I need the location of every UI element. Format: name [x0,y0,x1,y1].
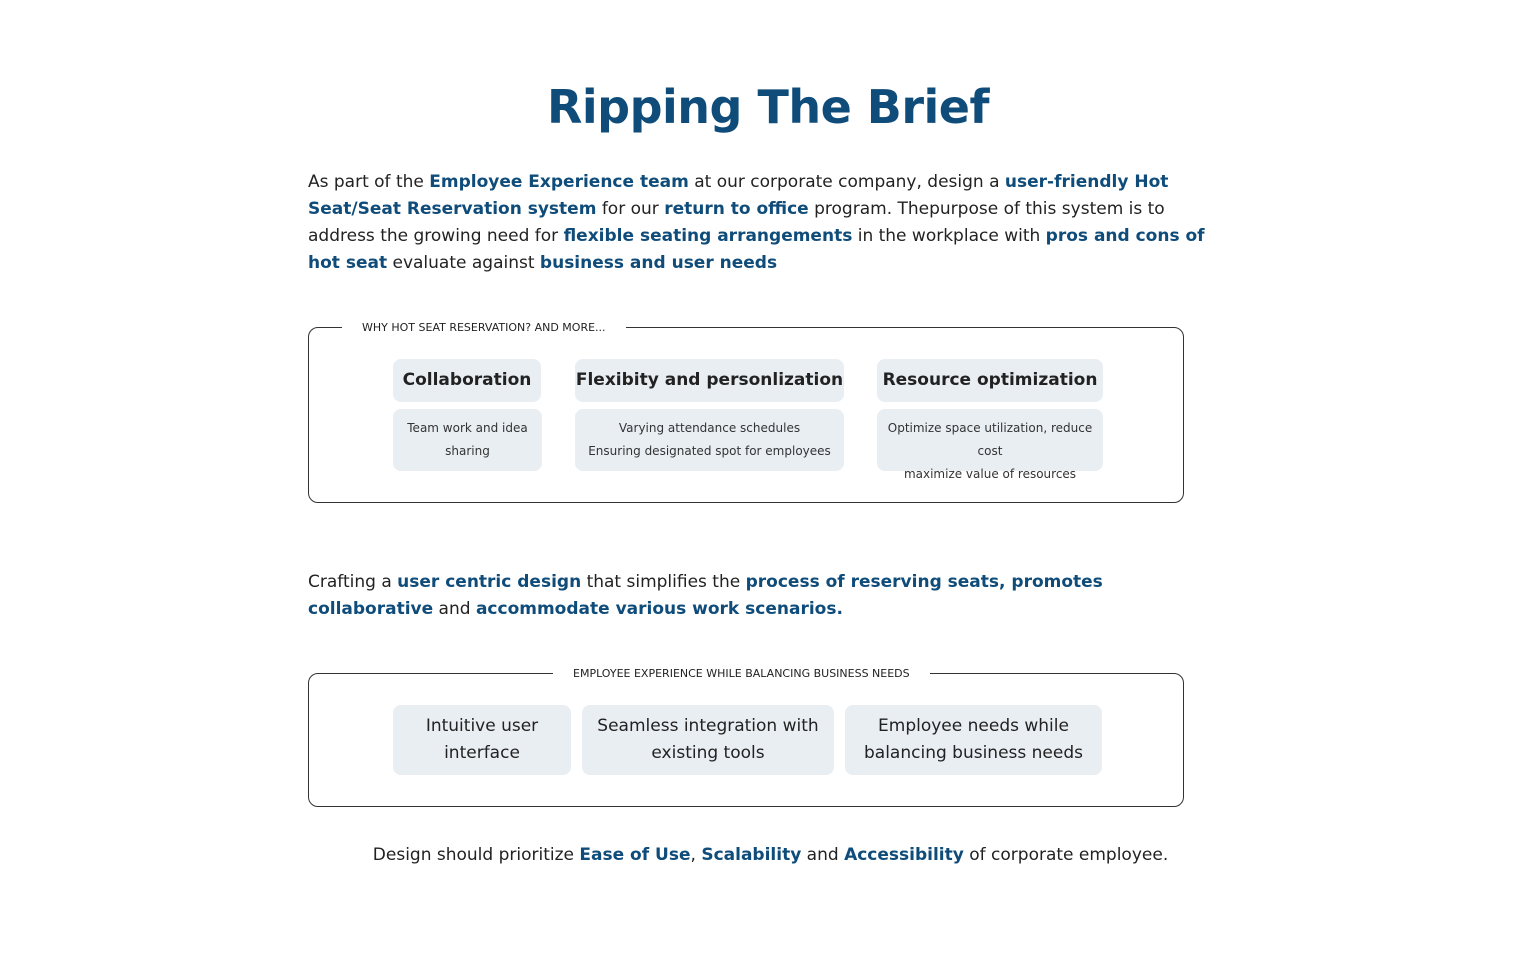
employee-experience-panel: EMPLOYEE EXPERIENCE WHILE BALANCING BUSI… [308,666,1184,807]
closing-text: , [690,845,702,865]
card-line: Optimize space utilization, reduce cost [887,421,1093,458]
closing-text: and [801,845,845,865]
crafting-text: that simplifies the [581,572,746,592]
why-hot-seat-panel: WHY HOT SEAT RESERVATION? AND MORE... Co… [308,320,1184,503]
card-line: balancing business needs [864,743,1083,763]
employee-experience-legend: EMPLOYEE EXPERIENCE WHILE BALANCING BUSI… [553,666,930,682]
intro-text: for our [596,199,665,219]
closing-highlight: Scalability [701,845,802,865]
resource-optimization-card-description: Optimize space utilization, reduce cost … [877,409,1103,481]
crafting-highlight: process of reserving seats, promotes col… [308,572,1103,619]
closing-highlight: Ease of Use [579,845,691,865]
intro-highlight: Employee Experience team [429,172,689,192]
resource-optimization-card-title: Resource optimization [877,359,1103,402]
intuitive-ui-card: Intuitive user interface [393,705,571,775]
crafting-highlight: accommodate various work scenarios. [475,599,843,619]
intro-highlight: pros and cons of hot seat [308,226,1205,273]
card-line: maximize value of resources [903,467,1077,481]
closing-text: Design should prioritize [372,845,580,865]
card-line: sharing [445,444,490,458]
card-line: Varying attendance schedules [618,421,801,435]
intro-text: in the workplace with [852,226,1046,246]
closing-highlight: Accessibility [844,845,964,865]
crafting-text: and [433,599,476,619]
flexibility-card-title: Flexibity and personlization [575,359,844,402]
brief-intro-paragraph: As part of the Employee Experience team … [308,169,1213,277]
card-line: Employee needs while [878,716,1069,736]
crafting-highlight: user centric design [397,572,582,592]
intro-text: As part of the [308,172,430,192]
card-line: existing tools [651,743,765,763]
closing-statement: Design should prioritize Ease of Use, Sc… [0,842,1536,869]
collaboration-card-description: Team work and idea sharing [393,409,542,471]
closing-text: of corporate employee. [963,845,1169,865]
intro-highlight: business and user needs [539,253,778,273]
collaboration-card-title: Collaboration [393,359,541,402]
crafting-paragraph: Crafting a user centric design that simp… [308,569,1213,623]
page-title: Ripping The Brief [546,80,990,134]
intro-highlight: flexible seating arrangements [563,226,853,246]
intro-highlight: return to office [664,199,809,219]
intro-text: evaluate against [387,253,540,273]
crafting-text: Crafting a [308,572,398,592]
employee-needs-card: Employee needs while balancing business … [845,705,1102,775]
intro-text: program. Thepurpose of this system is to… [308,199,1165,246]
card-line: Intuitive user [425,716,539,736]
card-line: Team work and idea [407,421,528,435]
seamless-integration-card: Seamless integration with existing tools [582,705,834,775]
intro-text: at our corporate company, design a [688,172,1005,192]
card-line: interface [444,743,520,763]
why-hot-seat-legend: WHY HOT SEAT RESERVATION? AND MORE... [342,320,626,336]
intro-highlight: user-friendly Hot Seat/Seat Reservation … [308,172,1169,219]
card-line: Ensuring designated spot for employees [588,444,831,458]
flexibility-card-description: Varying attendance schedules Ensuring de… [575,409,844,471]
card-line: Seamless integration with [597,716,819,736]
